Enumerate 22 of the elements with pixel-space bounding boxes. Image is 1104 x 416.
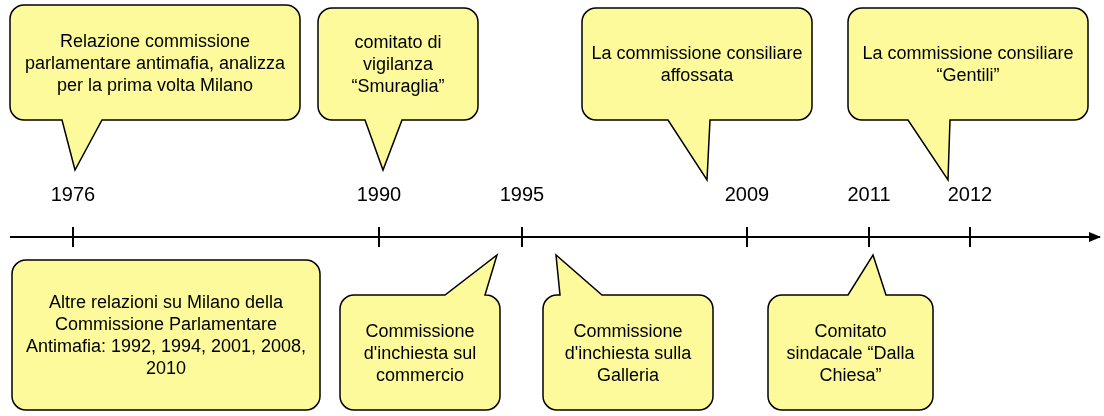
year-label: 1990 — [356, 183, 402, 206]
callout-text: La commissione consiliare affossata — [590, 42, 804, 86]
callout-bubble — [767, 254, 934, 411]
year-label: 1995 — [499, 183, 545, 206]
callout-text: Commissione d'inchiesta sulla Galleria — [563, 319, 693, 386]
year-label: 2011 — [847, 183, 891, 206]
callout-text: Commissione d'inchiesta sul commercio — [362, 319, 478, 386]
callout-bubble — [847, 7, 1089, 181]
callout-bubble — [317, 7, 479, 171]
year-label: 1976 — [50, 183, 96, 206]
note-box — [11, 259, 321, 411]
callout-text: comitato di vigilanza “Smuraglia” — [350, 31, 446, 97]
callout-bubble — [542, 254, 714, 411]
callout-bubble — [9, 4, 301, 171]
year-label: 2012 — [947, 183, 993, 206]
callout-bubble — [581, 7, 813, 181]
callout-bubble — [339, 254, 501, 411]
year-label: 2009 — [724, 183, 770, 206]
callout-text: La commissione consiliare “Gentili” — [861, 42, 1075, 86]
callout-text: Altre relazioni su Milano della Commissione Parlamentare Antimafia: 1992, 1994, 2001, 2008, 2010 — [24, 291, 308, 379]
callout-text: Comitato sindacale “Dalla Chiesa” — [785, 319, 916, 386]
callout-text: Relazione commissione parlamentare antimafia, analizza per la prima volta Milano — [23, 29, 287, 96]
